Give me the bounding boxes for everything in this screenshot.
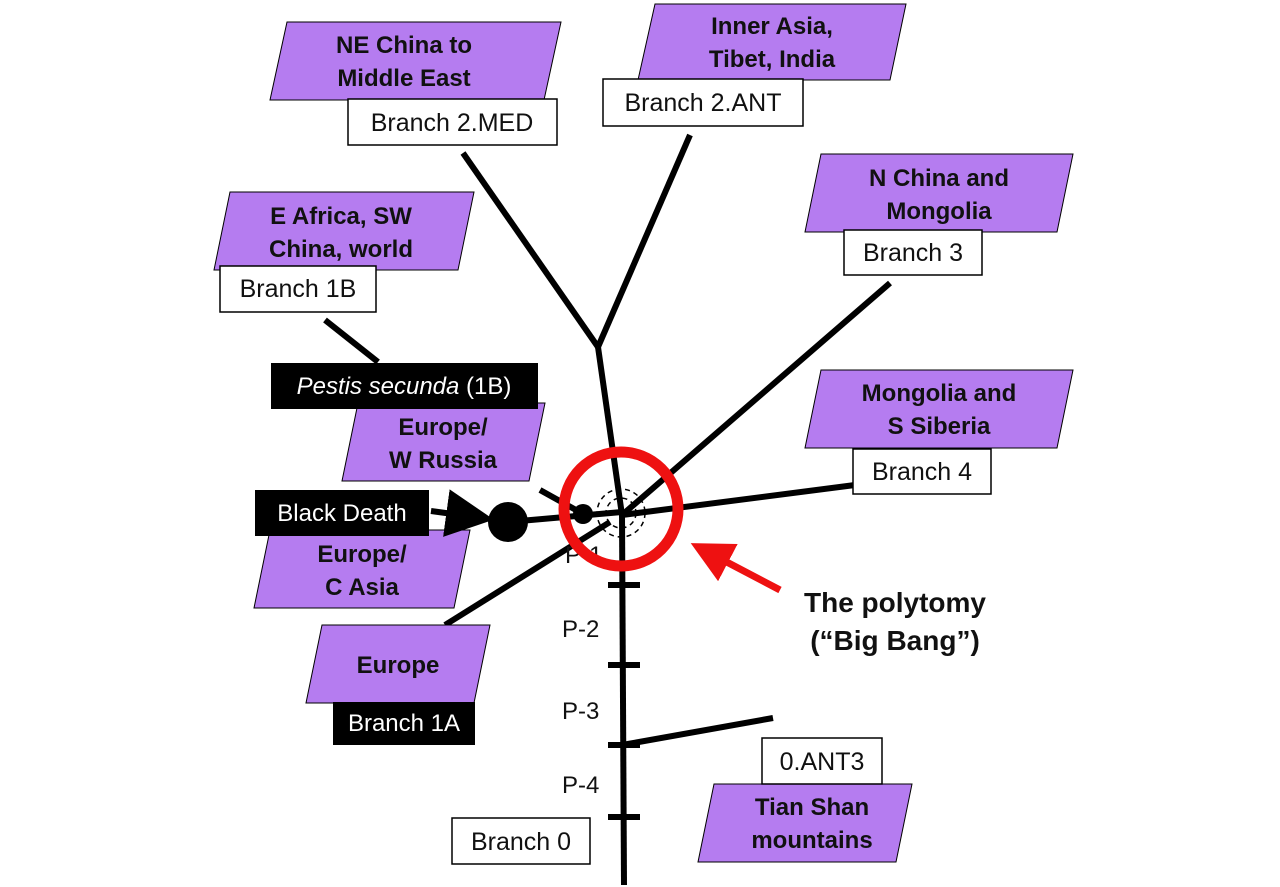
region-inner-asia-line1: Inner Asia,	[711, 13, 833, 40]
branch-1b-line	[323, 317, 380, 365]
pestis-secunda-suffix: (1B)	[459, 373, 511, 400]
trunk-line	[619, 514, 627, 886]
branch-4-box: Branch 4	[852, 448, 992, 495]
region-e-africa: E Africa, SW China, world	[213, 191, 475, 271]
pestis-secunda-box: Pestis secunda (1B)	[271, 363, 538, 409]
region-europe-c-asia: Europe/ C Asia	[253, 529, 471, 609]
trunk-label-p3: P-3	[562, 698, 599, 725]
region-ne-china: NE China to Middle East	[269, 21, 562, 101]
branch-0-box: Branch 0	[451, 817, 591, 865]
branch-0ant3-label: 0.ANT3	[780, 748, 865, 776]
region-e-africa-line2: China, world	[269, 236, 413, 263]
region-europe-line1: Europe	[357, 652, 440, 679]
black-death-arrow	[430, 489, 494, 537]
region-ne-china-line2: Middle East	[337, 65, 470, 92]
branch-2med-line	[460, 151, 601, 349]
branch-2ant-box: Branch 2.ANT	[602, 78, 804, 127]
region-n-china-line2: Mongolia	[886, 198, 992, 225]
branch-1b-box: Branch 1B	[219, 265, 377, 313]
region-mongolia-siberia-line2: S Siberia	[888, 413, 991, 440]
polytomy-dashed-outer	[596, 488, 646, 538]
polytomy-highlight-circle	[558, 446, 684, 572]
polytomy-caption-line1: The polytomy	[804, 587, 986, 618]
branch-1a-box: Branch 1A	[333, 702, 475, 745]
region-n-china-line1: N China and	[869, 165, 1009, 192]
region-europe-w-russia-line1: Europe/	[398, 414, 488, 441]
polytomy-arrow	[690, 543, 782, 594]
region-tian-shan: Tian Shan mountains	[697, 783, 913, 863]
branch-1a-line	[443, 519, 612, 628]
branch-4-label: Branch 4	[872, 458, 972, 486]
trunk-label-p2: P-2	[562, 616, 599, 643]
region-inner-asia: Inner Asia, Tibet, India	[637, 3, 907, 81]
branch-1a-label: Branch 1A	[348, 710, 460, 737]
branch-3-label: Branch 3	[863, 239, 963, 267]
branch-0ant3-box: 0.ANT3	[761, 737, 883, 785]
black-death-label: Black Death	[277, 500, 406, 527]
region-tian-shan-line2: mountains	[751, 827, 872, 854]
pestis-secunda-label: Pestis secunda (1B)	[297, 373, 512, 400]
polytomy-caption-line2: (“Big Bang”)	[810, 625, 980, 656]
branch-0-label: Branch 0	[471, 828, 571, 856]
black-death-box: Black Death	[255, 490, 429, 536]
branch-2med-box: Branch 2.MED	[347, 98, 558, 146]
region-mongolia-siberia: Mongolia and S Siberia	[804, 369, 1074, 449]
branch-3-box: Branch 3	[843, 229, 983, 276]
region-tian-shan-line1: Tian Shan	[755, 794, 869, 821]
region-inner-asia-line2: Tibet, India	[709, 46, 836, 73]
region-europe: Europe	[305, 624, 491, 704]
polytomy-dashed-inner	[605, 497, 637, 529]
black-death-node-large	[488, 502, 528, 542]
branch-2ant-label: Branch 2.ANT	[624, 89, 781, 117]
branch-2-stem-line	[595, 346, 625, 516]
branch-4-line	[621, 482, 856, 518]
branch-1b-label: Branch 1B	[240, 275, 357, 303]
region-n-china: N China and Mongolia	[804, 153, 1074, 233]
black-death-node-small	[573, 504, 593, 524]
branch-2ant-line	[595, 133, 693, 349]
region-ne-china-line1: NE China to	[336, 32, 472, 59]
branch-0ant3-line	[621, 715, 774, 748]
region-e-africa-line1: E Africa, SW	[270, 203, 412, 230]
pestis-secunda-italic: Pestis secunda	[297, 373, 460, 400]
trunk-label-p4: P-4	[562, 772, 599, 799]
branch-2med-label: Branch 2.MED	[371, 109, 534, 137]
region-europe-c-asia-line2: C Asia	[325, 574, 399, 601]
region-europe-c-asia-line1: Europe/	[317, 541, 407, 568]
region-europe-w-russia-line2: W Russia	[389, 447, 498, 474]
region-mongolia-siberia-line1: Mongolia and	[862, 380, 1017, 407]
region-europe-w-russia: Europe/ W Russia	[341, 402, 546, 482]
